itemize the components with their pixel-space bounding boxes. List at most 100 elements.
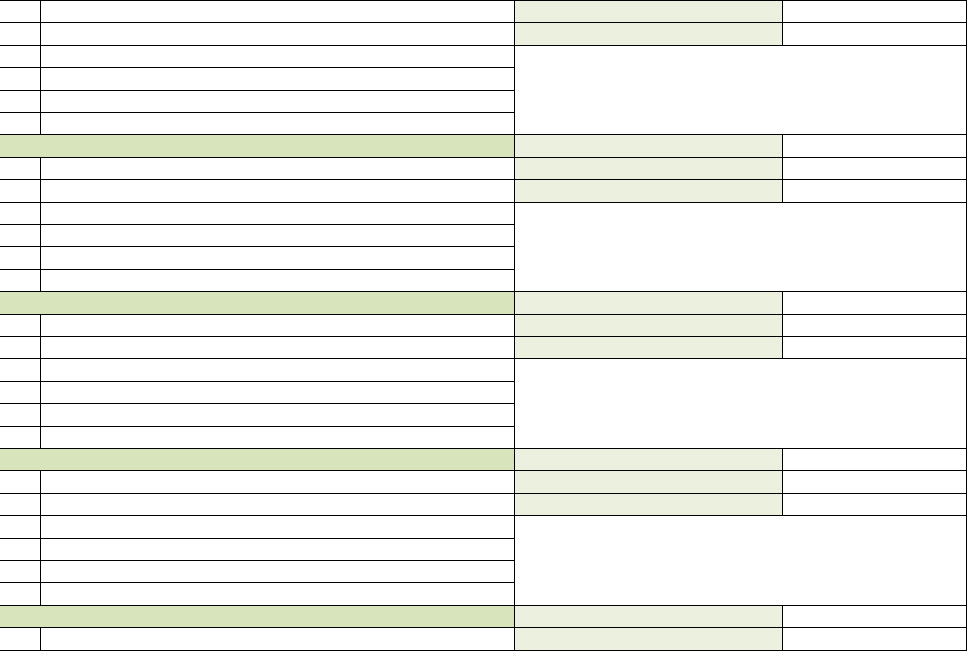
row-description-cell[interactable]: [40, 403, 514, 426]
grid-line-horizontal: [514, 45, 967, 46]
grid-line-horizontal: [0, 314, 515, 315]
row-number-cell[interactable]: [0, 515, 40, 538]
row-number-cell[interactable]: [0, 157, 40, 179]
row-number-cell[interactable]: [0, 358, 40, 381]
row-number-cell[interactable]: [0, 538, 40, 560]
grid-line-vertical: [782, 157, 783, 180]
row-description-cell[interactable]: [40, 426, 514, 448]
value-cell[interactable]: [782, 336, 967, 358]
row-number-cell[interactable]: [0, 202, 40, 224]
value-cell[interactable]: [782, 157, 967, 179]
score-cell[interactable]: [514, 336, 782, 358]
row-number-cell[interactable]: [0, 90, 40, 112]
row-number-cell[interactable]: [0, 336, 40, 358]
row-number-cell[interactable]: [0, 224, 40, 246]
grid-line-horizontal: [0, 627, 515, 628]
row-number-cell[interactable]: [0, 627, 40, 650]
row-number-cell[interactable]: [0, 179, 40, 202]
grid-line-horizontal: [514, 358, 967, 359]
row-description-cell[interactable]: [40, 627, 514, 650]
row-description-cell[interactable]: [40, 179, 514, 202]
row-description-cell[interactable]: [40, 538, 514, 560]
value-cell[interactable]: [782, 179, 967, 202]
section-score-cell[interactable]: [514, 291, 782, 314]
grid-line-vertical: [514, 381, 515, 404]
grid-line-vertical: [782, 314, 783, 337]
grid-line-horizontal: [0, 134, 515, 135]
grid-line-vertical: [514, 538, 515, 561]
row-number-cell[interactable]: [0, 45, 40, 67]
section-header-row[interactable]: [0, 448, 514, 470]
row-number-cell[interactable]: [0, 560, 40, 582]
row-description-cell[interactable]: [40, 22, 514, 45]
value-cell[interactable]: [782, 493, 967, 515]
grid-line-vertical: [514, 112, 515, 135]
score-cell[interactable]: [514, 314, 782, 336]
row-number-cell[interactable]: [0, 67, 40, 90]
value-cell[interactable]: [782, 470, 967, 493]
section-score-cell[interactable]: [514, 448, 782, 470]
row-description-cell[interactable]: [40, 224, 514, 246]
grid-line-horizontal: [0, 0, 515, 1]
grid-line-vertical: [40, 179, 41, 203]
value-cell[interactable]: [782, 627, 967, 650]
value-cell[interactable]: [782, 0, 967, 22]
section-value-cell[interactable]: [782, 605, 967, 627]
row-description-cell[interactable]: [40, 582, 514, 605]
row-description-cell[interactable]: [40, 269, 514, 291]
value-cell[interactable]: [782, 314, 967, 336]
row-description-cell[interactable]: [40, 560, 514, 582]
grid-line-horizontal: [0, 269, 515, 270]
score-cell[interactable]: [514, 627, 782, 650]
row-description-cell[interactable]: [40, 515, 514, 538]
row-number-cell[interactable]: [0, 470, 40, 493]
section-header-row[interactable]: [0, 605, 514, 627]
row-description-cell[interactable]: [40, 358, 514, 381]
grid-line-vertical: [782, 179, 783, 203]
section-value-cell[interactable]: [782, 134, 967, 157]
row-description-cell[interactable]: [40, 493, 514, 515]
row-number-cell[interactable]: [0, 381, 40, 403]
row-number-cell[interactable]: [0, 246, 40, 269]
value-cell[interactable]: [782, 22, 967, 45]
score-cell[interactable]: [514, 493, 782, 515]
grid-line-vertical: [514, 22, 515, 46]
row-description-cell[interactable]: [40, 157, 514, 179]
grid-line-horizontal: [0, 67, 515, 68]
score-cell[interactable]: [514, 22, 782, 45]
row-number-cell[interactable]: [0, 493, 40, 515]
grid-line-vertical: [782, 0, 783, 23]
row-number-cell[interactable]: [0, 403, 40, 426]
section-value-cell[interactable]: [782, 448, 967, 470]
grid-line-vertical: [40, 112, 41, 135]
row-description-cell[interactable]: [40, 470, 514, 493]
row-description-cell[interactable]: [40, 0, 514, 22]
row-description-cell[interactable]: [40, 314, 514, 336]
section-header-row[interactable]: [0, 134, 514, 157]
score-cell[interactable]: [514, 470, 782, 493]
row-number-cell[interactable]: [0, 112, 40, 134]
row-number-cell[interactable]: [0, 269, 40, 291]
row-description-cell[interactable]: [40, 67, 514, 90]
row-number-cell[interactable]: [0, 314, 40, 336]
section-score-cell[interactable]: [514, 134, 782, 157]
row-number-cell[interactable]: [0, 0, 40, 22]
row-description-cell[interactable]: [40, 381, 514, 403]
grid-line-vertical: [40, 515, 41, 539]
grid-line-vertical: [40, 493, 41, 516]
row-description-cell[interactable]: [40, 112, 514, 134]
score-cell[interactable]: [514, 179, 782, 202]
row-description-cell[interactable]: [40, 45, 514, 67]
section-header-row[interactable]: [0, 291, 514, 314]
row-number-cell[interactable]: [0, 22, 40, 45]
row-description-cell[interactable]: [40, 246, 514, 269]
row-description-cell[interactable]: [40, 90, 514, 112]
row-description-cell[interactable]: [40, 336, 514, 358]
row-number-cell[interactable]: [0, 582, 40, 605]
section-value-cell[interactable]: [782, 291, 967, 314]
row-number-cell[interactable]: [0, 426, 40, 448]
section-score-cell[interactable]: [514, 605, 782, 627]
score-cell[interactable]: [514, 0, 782, 22]
row-description-cell[interactable]: [40, 202, 514, 224]
score-cell[interactable]: [514, 157, 782, 179]
